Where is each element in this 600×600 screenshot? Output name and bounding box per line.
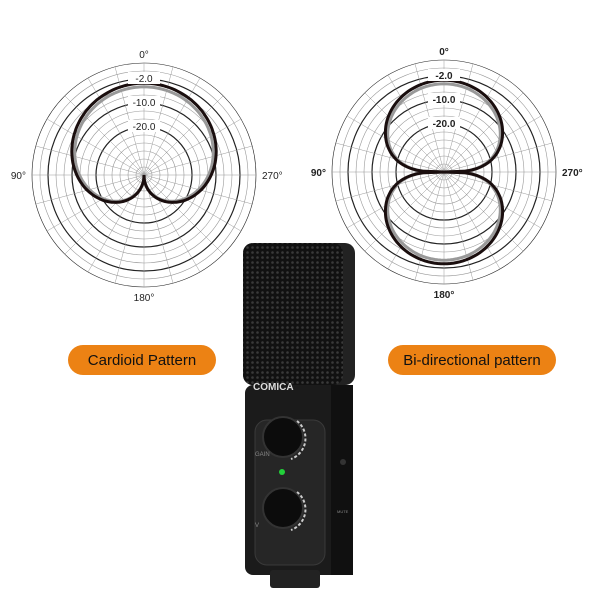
polar-spoke — [143, 77, 201, 176]
angle-label-90: 90° — [311, 168, 326, 179]
ring-label-bg — [428, 117, 460, 129]
polar-spoke — [64, 174, 145, 255]
polar-spoke — [443, 92, 524, 173]
polar-spoke — [64, 95, 145, 176]
cardioid-polar-diagram: 0° 90° 270° 180° -2.0 -10.0 -20.0 — [11, 50, 283, 304]
microphone-image: COMICA GAIN V MUTE — [243, 243, 355, 588]
polar-spoke — [143, 174, 242, 232]
polar-spoke — [143, 118, 242, 176]
response-curve — [70, 81, 218, 204]
status-led — [279, 469, 285, 475]
polar-spoke — [87, 174, 145, 273]
polar-spoke — [443, 171, 474, 281]
volume-knob[interactable] — [262, 487, 307, 531]
headphone-jack[interactable] — [340, 459, 346, 465]
polar-spoke — [335, 142, 445, 173]
ring-label-bg — [128, 96, 160, 108]
polar-spoke — [443, 74, 501, 173]
volume-label: V — [255, 523, 259, 529]
polar-spoke — [364, 171, 445, 252]
ring-label-bg — [428, 69, 460, 81]
angle-label-270: 270° — [262, 171, 283, 182]
ring-label: -20.0 — [433, 119, 456, 130]
polar-spoke — [443, 171, 542, 229]
ring-label: -10.0 — [433, 95, 456, 106]
polar-spoke — [87, 77, 145, 176]
polar-spoke — [414, 171, 445, 281]
polar-spoke — [143, 95, 224, 176]
angle-label-0: 0° — [139, 50, 149, 61]
ring-label-bg — [128, 72, 160, 84]
polar-spoke — [443, 142, 553, 173]
polar-spoke — [387, 171, 445, 270]
ring-label: -2.0 — [135, 74, 153, 85]
cardioid-pattern-label: Cardioid Pattern — [68, 345, 216, 375]
ring-label: -10.0 — [133, 98, 156, 109]
bidirectional-polar-diagram: 0° 90° 270° 180° -2.0 -10.0 -20.0 — [311, 47, 583, 301]
polar-spoke — [143, 174, 224, 255]
polar-spoke — [443, 171, 553, 202]
angle-label-90: 90° — [11, 171, 26, 182]
polar-spoke — [143, 174, 201, 273]
ring-label: -20.0 — [133, 122, 156, 133]
angle-label-0: 0° — [439, 47, 449, 58]
polar-spoke — [443, 171, 501, 270]
polar-spoke — [346, 115, 445, 173]
bidirectional-pattern-label: Bi-directional pattern — [388, 345, 556, 375]
angle-label-180: 180° — [434, 290, 455, 301]
ring-label: -2.0 — [435, 71, 453, 82]
polar-spoke — [143, 145, 253, 176]
gain-knob[interactable] — [262, 416, 307, 460]
polar-spoke — [335, 171, 445, 202]
mute-label: MUTE — [337, 509, 349, 514]
angle-label-270: 270° — [562, 168, 583, 179]
angle-label-180: 180° — [134, 293, 155, 304]
polar-spoke — [364, 92, 445, 173]
brand-logo: COMICA — [253, 382, 294, 393]
response-curve-secondary — [386, 82, 502, 262]
polar-spoke — [443, 115, 542, 173]
polar-spoke — [443, 171, 524, 252]
gain-label: GAIN — [255, 452, 270, 458]
polar-spoke — [346, 171, 445, 229]
polar-spoke — [46, 118, 145, 176]
response-curve — [383, 78, 505, 266]
ring-label-bg — [428, 93, 460, 105]
ring-label-bg — [128, 120, 160, 132]
polar-spoke — [35, 145, 145, 176]
mount-base — [270, 570, 320, 588]
polar-spoke — [387, 74, 445, 173]
polar-spoke — [46, 174, 145, 232]
